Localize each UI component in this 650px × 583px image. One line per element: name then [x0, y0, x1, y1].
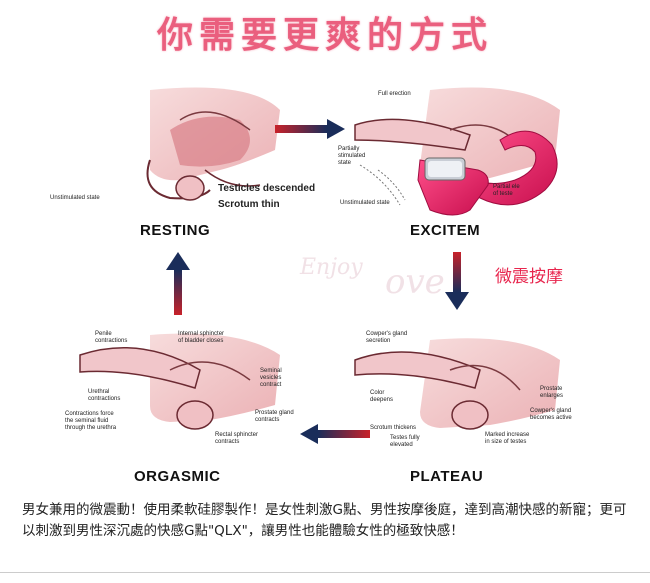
anno-internal-sphincter: Internal sphincter of bladder closes [178, 331, 225, 344]
anno-contractions-force: Contractions force the seminal fluid thr… [65, 411, 117, 431]
anno-testicles-descended: Testicles descended [218, 183, 316, 194]
anatomy-resting [146, 87, 280, 201]
anno-prostate-contracts: Prostate gland contracts [255, 410, 294, 423]
anno-full-erection: Full erection [378, 91, 411, 97]
anno-partial-elevation: Partial ele of teste [493, 184, 520, 197]
anno-cowpers-active: Cowper's gland becomes active [530, 408, 572, 421]
arrow-excitement-to-plateau [445, 252, 469, 310]
anno-scrotum-thin: Scrotum thin [218, 199, 280, 210]
anno-seminal-vesicles: Seminal vesicles contract [260, 368, 282, 388]
anatomy-orgasmic [79, 333, 280, 430]
anno-color-deepens: Color deepens [370, 390, 394, 403]
vibrator-device-image [417, 130, 558, 216]
arrow-plateau-to-orgasmic [300, 424, 370, 444]
sexual-response-diagram [79, 87, 560, 444]
anno-penile-contractions: Penile contractions [95, 331, 128, 344]
anno-prostate-enlarges: Prostate enlarges [540, 386, 564, 399]
stage-label-excitement: EXCITEM [410, 222, 481, 239]
page-title: 你需要更爽的方式 [156, 15, 493, 56]
arrow-orgasmic-to-resting [166, 252, 190, 315]
enjoy-love-watermark-2: ove [385, 262, 445, 302]
anno-urethral-contractions: Urethral contractions [88, 389, 121, 402]
anno-rectal-sphincter: Rectal sphincter contracts [215, 432, 259, 445]
arrow-resting-to-excitement [275, 119, 345, 139]
anno-marked-increase: Marked increase in size of testes [485, 432, 530, 445]
stage-label-orgasmic: ORGASMIC [134, 468, 221, 485]
divider [0, 572, 650, 573]
anno-unstimulated-1: Unstimulated state [50, 195, 100, 201]
anatomy-plateau [354, 338, 560, 430]
anno-scrotum-thickens: Scrotum thickens [370, 425, 417, 431]
product-description: 男女兼用的微震動！使用柔軟硅膠製作！是女性刺激G點、男性按摩後庭，達到高潮快感的… [22, 502, 627, 539]
anno-unstimulated-2: Unstimulated state [340, 200, 390, 206]
enjoy-love-watermark: Enjoy [300, 255, 363, 280]
anno-partially-stimulated: Partially stimulated state [338, 146, 366, 166]
stage-label-plateau: PLATEAU [410, 468, 484, 485]
anno-testes-elevated: Testes fully elevated [390, 435, 420, 448]
stage-label-resting: RESTING [140, 222, 211, 239]
micro-vibration-callout: 微震按摩 [495, 267, 563, 287]
anno-cowpers-secretion: Cowper's gland secretion [366, 331, 408, 344]
